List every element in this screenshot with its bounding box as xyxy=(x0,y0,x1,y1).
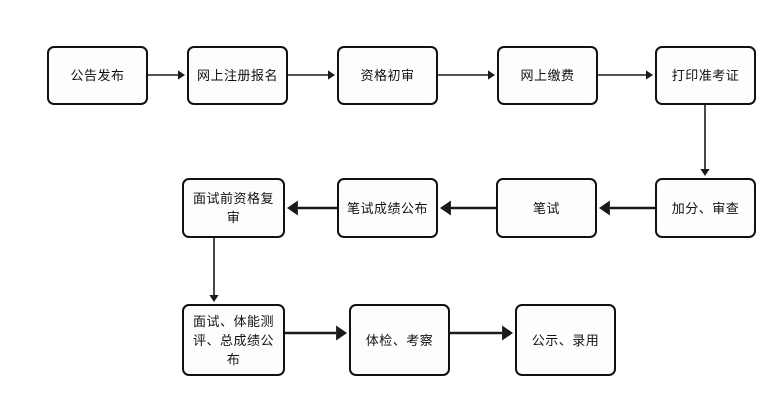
flow-node-label: 体检、考察 xyxy=(365,332,434,348)
flow-edge-e7 xyxy=(440,200,496,216)
flow-node-label: 公告发布 xyxy=(70,68,125,83)
edge-arrowhead xyxy=(646,70,653,80)
flow-node-n4[interactable]: 网上缴费 xyxy=(497,46,598,105)
flow-edge-e3 xyxy=(438,70,495,80)
flow-node-label: 网上缴费 xyxy=(520,68,575,83)
flow-edge-e1 xyxy=(148,70,185,80)
flow-node-label: 资格初审 xyxy=(360,68,415,83)
flow-node-n5[interactable]: 打印准考证 xyxy=(655,46,756,105)
flow-node-n11[interactable]: 体检、考察 xyxy=(349,304,450,376)
flow-node-n12[interactable]: 公示、录用 xyxy=(515,304,616,376)
flow-edge-e2 xyxy=(288,70,335,80)
edge-arrowhead xyxy=(488,70,495,80)
flow-node-label: 面试、体能测 评、总成绩公 布 xyxy=(192,313,274,367)
flow-node-n6[interactable]: 加分、审查 xyxy=(655,178,756,238)
flow-node-n8[interactable]: 笔试成绩公布 xyxy=(337,178,438,238)
flow-node-label: 面试前资格复 审 xyxy=(192,191,274,225)
flow-node-label: 加分、审查 xyxy=(671,200,740,216)
edge-arrowhead xyxy=(209,295,219,302)
flow-edge-e11 xyxy=(450,325,513,341)
flow-edge-e4 xyxy=(598,70,653,80)
flow-node-label: 笔试 xyxy=(532,200,560,216)
edge-arrowhead xyxy=(440,200,451,216)
edge-arrowhead xyxy=(700,169,710,176)
flow-node-n1[interactable]: 公告发布 xyxy=(47,46,148,105)
flow-edge-e10 xyxy=(285,325,347,341)
flow-node-n7[interactable]: 笔试 xyxy=(496,178,597,238)
flow-node-n10[interactable]: 面试、体能测 评、总成绩公 布 xyxy=(182,304,285,376)
edge-arrowhead xyxy=(502,325,513,341)
edge-arrowhead xyxy=(328,70,335,80)
flow-node-label: 打印准考证 xyxy=(671,68,740,83)
flow-node-n3[interactable]: 资格初审 xyxy=(337,46,438,105)
flow-node-label: 笔试成绩公布 xyxy=(346,200,428,216)
edge-arrowhead xyxy=(178,70,185,80)
edge-arrowhead xyxy=(599,200,610,216)
flow-edge-e5 xyxy=(700,105,710,176)
edge-arrowhead xyxy=(336,325,347,341)
flow-node-label: 公示、录用 xyxy=(531,332,600,348)
flow-node-n9[interactable]: 面试前资格复 审 xyxy=(182,178,285,238)
flow-edge-e8 xyxy=(287,200,337,216)
flow-edge-e9 xyxy=(209,238,219,302)
flow-node-label: 网上注册报名 xyxy=(196,68,278,83)
flow-node-n2[interactable]: 网上注册报名 xyxy=(187,46,288,105)
edge-arrowhead xyxy=(287,200,298,216)
flow-edge-e6 xyxy=(599,200,655,216)
